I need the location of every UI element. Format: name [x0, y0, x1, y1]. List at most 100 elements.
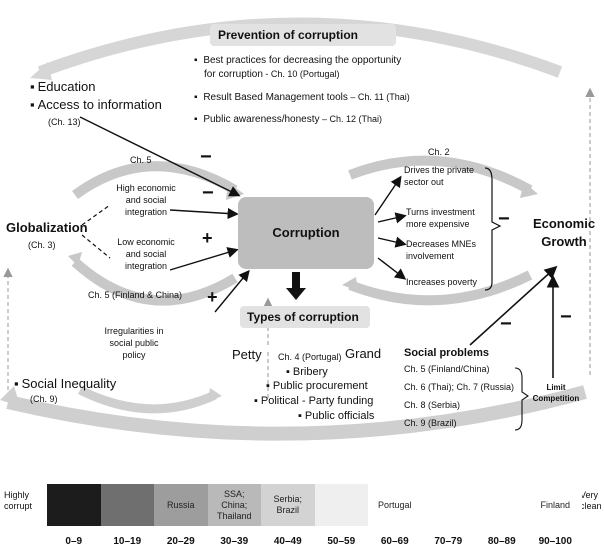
- effect-1: Drives the private sector out: [404, 164, 488, 188]
- scale-cell-2-label: Russia: [166, 499, 195, 510]
- prevention-item-2-ref: – Ch. 11 (Thai): [347, 92, 410, 102]
- high-integration-label: High economic and social integration: [108, 182, 184, 218]
- scale-cell-4-label: Serbia;: [273, 494, 303, 504]
- scale-cell-4-label: Brazil: [276, 505, 299, 515]
- minus-sign-5: −: [560, 306, 572, 328]
- prevention-item-2: Result Based Management tools – Ch. 11 (…: [194, 92, 410, 103]
- social-inequality-ref: (Ch. 9): [30, 394, 58, 404]
- low-integration-label: Low economic and social integration: [108, 236, 184, 272]
- scale-tick-5: 50–59: [327, 536, 356, 547]
- globalization-title: Globalization: [6, 220, 88, 235]
- scale-left-l1: Highly: [4, 490, 30, 500]
- scale-right-l1: Very: [580, 490, 599, 500]
- social-problems-item-4: Ch. 9 (Brazil): [404, 418, 457, 428]
- scale-cell-3-label: China;: [221, 499, 248, 510]
- effect-2: Turns investment more expensive: [406, 206, 490, 230]
- low-integration-l2: and social: [125, 249, 167, 259]
- social-problems-item-2: Ch. 6 (Thai); Ch. 7 (Russia): [404, 382, 515, 392]
- prevention-item-3: Public awareness/honesty – Ch. 12 (Thai): [194, 114, 382, 125]
- prevention-box: [210, 24, 396, 46]
- minus-sign-1: −: [200, 146, 212, 168]
- prevention-title: Prevention of corruption: [218, 28, 359, 42]
- inequality-loop-arc: [77, 385, 217, 414]
- scale-tick-8: 80–89: [487, 536, 516, 547]
- types-item-1: Bribery: [286, 366, 328, 378]
- scale-cell-3-label: SSA;: [223, 488, 245, 499]
- minus-sign-4: −: [500, 313, 512, 335]
- scale-cell-2: Russia: [154, 484, 208, 526]
- social-problems-title: Social problems: [404, 347, 489, 359]
- scale-cell-9-label: Finland: [540, 499, 571, 510]
- high-integration-l3: integration: [124, 207, 168, 217]
- scale-tick-3: 30–39: [220, 536, 249, 547]
- education-ref: (Ch. 13): [48, 117, 81, 127]
- irregularities-label: Irregularities in social public policy: [84, 325, 184, 361]
- types-petty: Petty: [232, 347, 262, 362]
- scale-cell-0: [47, 484, 101, 526]
- scale-tick-9: 90–100: [538, 536, 572, 547]
- prevention-item-1-text: Best practices for decreasing the opport…: [203, 55, 402, 66]
- left-lower-arc: [71, 258, 238, 306]
- effect-4-l1: Increases poverty: [406, 277, 478, 287]
- scale-right-label: Very clean: [580, 490, 602, 512]
- scale-cell-3: SSA;China;Thailand: [207, 484, 261, 526]
- effect-3: Decreases MNEs involvement: [406, 238, 490, 262]
- scale-cell-9: Finland: [528, 484, 582, 526]
- education-item: Education: [30, 79, 96, 94]
- scale-cell-5: [314, 484, 368, 526]
- plus-sign-1: +: [202, 228, 213, 248]
- economic-growth-l2: Growth: [541, 234, 587, 249]
- types-item-4: Public officials: [298, 410, 375, 422]
- left-upper-arc: [72, 161, 238, 200]
- minus-sign-3: −: [498, 208, 510, 230]
- effect-3-l2: involvement: [406, 251, 455, 261]
- right-upper-arc: [348, 155, 533, 195]
- scale-cell-6-label: Portugal: [377, 499, 412, 510]
- types-item-2: Public procurement: [266, 380, 368, 392]
- globalization-ref: (Ch. 3): [28, 240, 56, 250]
- ch5-label: Ch. 5: [130, 155, 152, 165]
- corruption-title: Corruption: [272, 225, 340, 240]
- scale-cell-4: Serbia;Brazil: [261, 484, 315, 526]
- prevention-item-3-text: Public awareness/honesty: [203, 114, 320, 125]
- access-info-item: Access to information: [30, 97, 162, 112]
- effect-2-l2: more expensive: [406, 219, 470, 229]
- types-grand: Grand: [345, 346, 382, 361]
- scale-left-l2: corrupt: [4, 501, 33, 511]
- irregularities-l1: Irregularities in: [104, 326, 164, 336]
- prevention-item-1-ref: - Ch. 10 (Portugal): [262, 69, 340, 79]
- scale-cell-8: [475, 484, 529, 526]
- low-integration-l3: integration: [124, 261, 168, 271]
- prevention-item-1: Best practices for decreasing the opport…: [194, 55, 401, 66]
- effect-3-l1: Decreases MNEs: [406, 239, 477, 249]
- high-integration-l1: High economic: [116, 183, 176, 193]
- ch5-finland-china-label: Ch. 5 (Finland & China): [88, 290, 183, 300]
- prevention-item-1-text2: for corruption: [204, 69, 263, 80]
- prevention-item-3-ref: – Ch. 12 (Thai): [319, 114, 383, 124]
- scale-tick-6: 60–69: [380, 536, 409, 547]
- right-lower-arc: [348, 270, 533, 306]
- bottom-arc-arrow: [6, 385, 587, 441]
- social-problems-item-1: Ch. 5 (Finland/China): [404, 364, 490, 374]
- low-integration-l1: Low economic: [117, 237, 175, 247]
- corruption-box: [238, 197, 374, 269]
- types-box: [240, 306, 370, 328]
- scale-tick-7: 70–79: [434, 536, 463, 547]
- effect-4: Increases poverty: [406, 276, 490, 288]
- high-integration-l2: and social: [125, 195, 167, 205]
- limit-competition-l1: Limit: [546, 383, 566, 392]
- scale-right-l2: clean: [580, 501, 602, 511]
- scale-tick-4: 40–49: [273, 536, 302, 547]
- top-arc-arrow: [37, 17, 563, 78]
- scale-cell-6: Portugal: [368, 484, 422, 526]
- scale-tick-0: 0–9: [65, 536, 83, 547]
- limit-competition-l2: Competition: [532, 394, 580, 403]
- scale-cell-1: [100, 484, 154, 526]
- effect-2-l1: Turns investment: [406, 207, 475, 217]
- types-ch4: Ch. 4 (Portugal): [278, 352, 342, 362]
- ch2-label: Ch. 2: [428, 147, 450, 157]
- minus-sign-2: −: [202, 182, 214, 204]
- effect-1-l2: sector out: [404, 177, 444, 187]
- irregularities-l3: policy: [122, 350, 146, 360]
